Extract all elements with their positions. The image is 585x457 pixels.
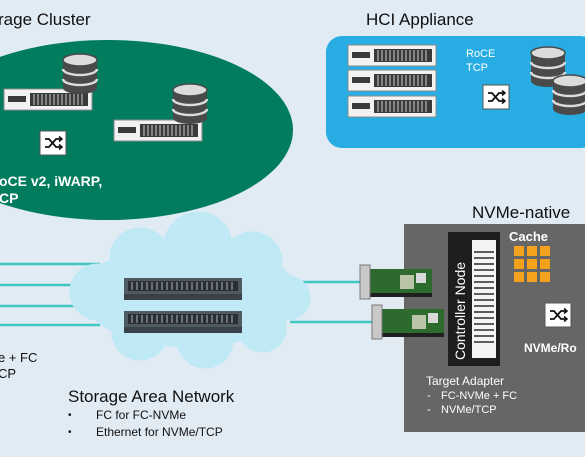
nvme-native-title: NVMe-native (472, 203, 570, 222)
san-item-2: Ethernet for NVMe/TCP (96, 425, 223, 439)
cluster-switch-icon (39, 130, 67, 156)
hci-server-3 (347, 95, 437, 118)
host-left-line2: CP (0, 366, 16, 381)
target-adapter-card-1 (359, 264, 433, 300)
target-adapter-title: Target Adapter (426, 374, 504, 388)
hci-server-1 (347, 44, 437, 67)
san-cloud (69, 211, 311, 369)
storage-cluster-protocols-line1: oCE v2, iWARP, (0, 173, 102, 189)
san-title: Storage Area Network (68, 387, 235, 406)
san-bullet-2: • (68, 427, 72, 438)
san-bullet-1: • (68, 410, 72, 421)
hci-appliance-title: HCI Appliance (366, 10, 474, 29)
hci-switch-icon (482, 84, 510, 110)
hci-server-2 (347, 69, 437, 92)
cache-label: Cache (509, 229, 548, 244)
array-switch-label: NVMe/Ro (524, 341, 577, 355)
hci-database-icon-2 (551, 73, 585, 117)
controller-node-label: Controller Node (452, 262, 468, 360)
target-adapter-card-2 (371, 304, 445, 340)
hci-protocol-line2: TCP (466, 62, 488, 74)
cache-grid (514, 246, 550, 282)
target-adapter-bullet-1: - (427, 390, 431, 402)
cluster-database-icon-1 (61, 52, 99, 96)
target-adapter-item-2: NVMe/TCP (441, 404, 497, 416)
san-item-1: FC for FC-NVMe (96, 408, 186, 422)
array-switch-icon (544, 302, 572, 328)
hci-protocol-line1: RoCE (466, 48, 495, 60)
target-adapter-bullet-2: - (427, 404, 431, 416)
san-switch-1 (123, 277, 243, 301)
target-adapter-item-1: FC-NVMe + FC (441, 390, 517, 402)
controller-node (448, 232, 500, 366)
storage-cluster-protocols-line2: CP (0, 190, 18, 206)
host-left-line1: e + FC (0, 350, 37, 365)
storage-cluster-title: rage Cluster (0, 10, 91, 29)
san-switch-2 (123, 310, 243, 334)
cluster-database-icon-2 (171, 82, 209, 126)
